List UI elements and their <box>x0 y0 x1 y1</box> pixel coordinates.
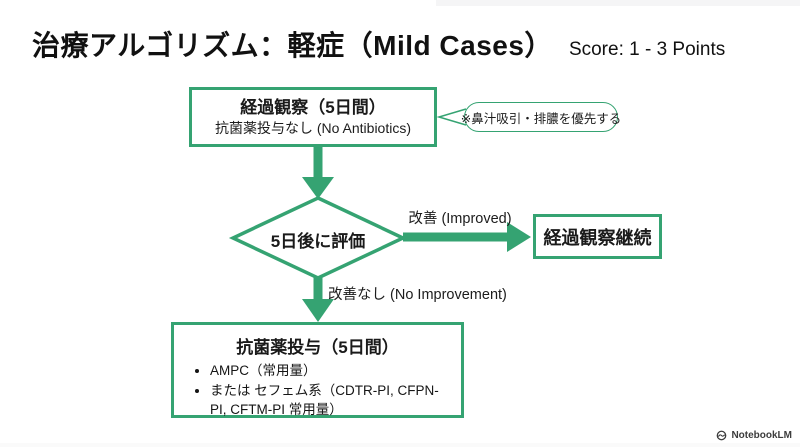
decision-label: 5日後に評価 <box>270 232 366 251</box>
page-title: 治療アルゴリズム：軽症（Mild Cases） <box>32 30 553 61</box>
footer-brand-label: NotebookLM <box>731 430 792 441</box>
node-continue-observation: 経過観察継続 <box>533 214 662 259</box>
bottom-edge-artifact <box>0 443 800 447</box>
callout-pointer <box>436 108 467 126</box>
antibiotics-item: または セフェム系（CDTR-PI, CFPN-PI, CFTM-PI 常用量） <box>210 381 451 420</box>
node-antibiotics: 抗菌薬投与（5日間） AMPC（常用量） または セフェム系（CDTR-PI, … <box>171 322 464 418</box>
node-observation: 経過観察（5日間） 抗菌薬投与なし (No Antibiotics) <box>189 87 437 147</box>
score-label: Score: 1 - 3 Points <box>568 39 726 60</box>
notebooklm-icon <box>717 430 727 441</box>
callout-note: ※鼻汁吸引・排膿を優先する <box>461 102 621 132</box>
antibiotics-item: AMPC（常用量） <box>210 361 451 381</box>
header: 治療アルゴリズム：軽症（Mild Cases） Score: 1 - 3 Poi… <box>32 24 725 64</box>
edge-label-improved: 改善 (Improved) <box>408 211 512 227</box>
observation-title: 経過観察（5日間） <box>240 98 386 118</box>
observation-subtitle: 抗菌薬投与なし (No Antibiotics) <box>214 119 412 136</box>
top-edge-artifact <box>436 0 800 6</box>
arrow-down-1 <box>302 147 334 199</box>
footer-brand: NotebookLM <box>716 430 792 441</box>
edge-label-no-improvement: 改善なし (No Improvement) <box>328 287 507 303</box>
antibiotics-title: 抗菌薬投与（5日間） <box>236 338 399 357</box>
antibiotics-list: AMPC（常用量） または セフェム系（CDTR-PI, CFPN-PI, CF… <box>184 361 451 420</box>
